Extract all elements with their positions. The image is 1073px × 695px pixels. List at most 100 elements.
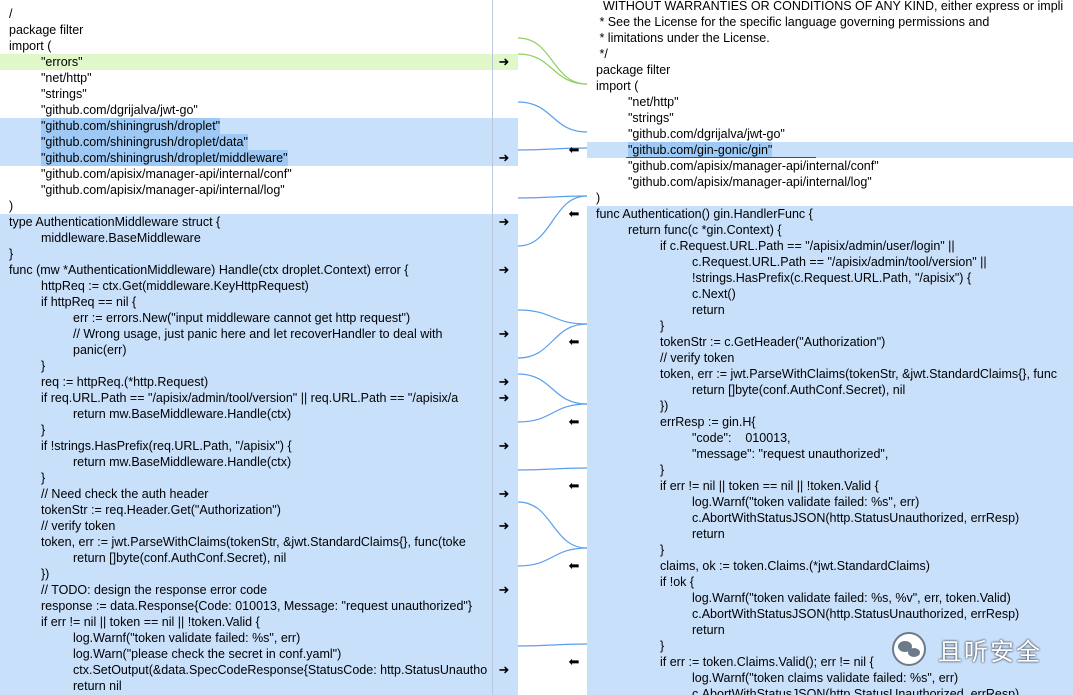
copy-right-arrow-icon[interactable]: ➜ — [498, 326, 510, 341]
left-code-line[interactable]: import ( — [0, 38, 518, 54]
right-code-line[interactable]: return func(c *gin.Context) { — [587, 222, 1073, 238]
left-code-line[interactable]: "github.com/apisix/manager-api/internal/… — [0, 166, 518, 182]
left-code-line[interactable]: log.Warn("please check the secret in con… — [0, 646, 518, 662]
left-code-line[interactable]: ) — [0, 198, 518, 214]
left-code-line[interactable]: err := errors.New("input middleware cann… — [0, 310, 518, 326]
copy-right-arrow-icon[interactable]: ➜ — [498, 374, 510, 389]
right-code-line[interactable]: tokenStr := c.GetHeader("Authorization") — [587, 334, 1073, 350]
right-code-line[interactable]: c.AbortWithStatusJSON(http.StatusUnautho… — [587, 606, 1073, 622]
left-code-line[interactable]: "github.com/dgrijalva/jwt-go" — [0, 102, 518, 118]
right-code-line[interactable]: }) — [587, 398, 1073, 414]
left-code-line[interactable]: middleware.BaseMiddleware — [0, 230, 518, 246]
copy-right-arrow-icon[interactable]: ➜ — [498, 150, 510, 165]
left-code-line[interactable]: type AuthenticationMiddleware struct { — [0, 214, 518, 230]
right-code-line[interactable]: return — [587, 526, 1073, 542]
left-code-line[interactable]: tokenStr := req.Header.Get("Authorizatio… — [0, 502, 518, 518]
left-code-line[interactable]: "errors" — [0, 54, 518, 70]
right-code-line[interactable]: } — [587, 542, 1073, 558]
copy-right-arrow-icon[interactable]: ➜ — [498, 390, 510, 405]
left-code-line[interactable]: "github.com/shiningrush/droplet/data" — [0, 134, 518, 150]
left-code-line[interactable]: // Need check the auth header — [0, 486, 518, 502]
left-code-line[interactable]: if httpReq == nil { — [0, 294, 518, 310]
left-code-line[interactable]: } — [0, 422, 518, 438]
left-code-line[interactable]: return mw.BaseMiddleware.Handle(ctx) — [0, 454, 518, 470]
left-code-line[interactable]: panic(err) — [0, 342, 518, 358]
left-code-line[interactable]: "strings" — [0, 86, 518, 102]
left-code-line[interactable]: }) — [0, 566, 518, 582]
left-code-line[interactable]: response := data.Response{Code: 010013, … — [0, 598, 518, 614]
left-code-line[interactable]: if !strings.HasPrefix(req.URL.Path, "/ap… — [0, 438, 518, 454]
copy-left-arrow-icon[interactable]: ⬅ — [568, 414, 580, 429]
right-code-line[interactable]: "message": "request unauthorized", — [587, 446, 1073, 462]
copy-right-arrow-icon[interactable]: ➜ — [498, 262, 510, 277]
right-code-line[interactable]: return — [587, 622, 1073, 638]
right-code-line[interactable]: package filter — [587, 62, 1073, 78]
right-code-line[interactable]: if !ok { — [587, 574, 1073, 590]
right-code-line[interactable]: } — [587, 638, 1073, 654]
left-code-line[interactable]: ctx.SetOutput(&data.SpecCodeResponse{Sta… — [0, 662, 518, 678]
copy-right-arrow-icon[interactable]: ➜ — [498, 214, 510, 229]
left-code-line[interactable]: if req.URL.Path == "/apisix/admin/tool/v… — [0, 390, 518, 406]
right-code-line[interactable]: c.Request.URL.Path == "/apisix/admin/too… — [587, 254, 1073, 270]
copy-right-arrow-icon[interactable]: ➜ — [498, 486, 510, 501]
left-code-line[interactable]: // verify token — [0, 518, 518, 534]
left-code-line[interactable]: } — [0, 358, 518, 374]
left-code-line[interactable]: "github.com/apisix/manager-api/internal/… — [0, 182, 518, 198]
copy-right-arrow-icon[interactable]: ➜ — [498, 438, 510, 453]
left-code-line[interactable]: // TODO: design the response error code — [0, 582, 518, 598]
left-code-line[interactable]: return mw.BaseMiddleware.Handle(ctx) — [0, 406, 518, 422]
right-code-line[interactable]: !strings.HasPrefix(c.Request.URL.Path, "… — [587, 270, 1073, 286]
right-file-pane[interactable]: WITHOUT WARRANTIES OR CONDITIONS OF ANY … — [587, 0, 1073, 695]
right-code-line[interactable]: "net/http" — [587, 94, 1073, 110]
right-code-line[interactable]: token, err := jwt.ParseWithClaims(tokenS… — [587, 366, 1073, 382]
right-code-line[interactable]: return []byte(conf.AuthConf.Secret), nil — [587, 382, 1073, 398]
copy-right-arrow-icon[interactable]: ➜ — [498, 518, 510, 533]
copy-right-arrow-icon[interactable]: ➜ — [498, 662, 510, 677]
right-code-line[interactable]: log.Warnf("token validate failed: %s, %v… — [587, 590, 1073, 606]
right-code-line[interactable]: if err := token.Claims.Valid(); err != n… — [587, 654, 1073, 670]
right-code-line[interactable]: if err != nil || token == nil || !token.… — [587, 478, 1073, 494]
right-code-line[interactable]: errResp := gin.H{ — [587, 414, 1073, 430]
copy-left-arrow-icon[interactable]: ⬅ — [568, 206, 580, 221]
left-code-line[interactable]: return []byte(conf.AuthConf.Secret), nil — [0, 550, 518, 566]
right-code-line[interactable]: WITHOUT WARRANTIES OR CONDITIONS OF ANY … — [587, 0, 1073, 14]
left-code-line[interactable]: "github.com/shiningrush/droplet/middlewa… — [0, 150, 518, 166]
left-code-line[interactable]: } — [0, 470, 518, 486]
right-code-line[interactable]: // verify token — [587, 350, 1073, 366]
copy-right-arrow-icon[interactable]: ➜ — [498, 54, 510, 69]
copy-right-arrow-icon[interactable]: ➜ — [498, 582, 510, 597]
right-code-line[interactable]: c.AbortWithStatusJSON(http.StatusUnautho… — [587, 510, 1073, 526]
right-code-line[interactable]: "strings" — [587, 110, 1073, 126]
left-code-line[interactable]: token, err := jwt.ParseWithClaims(tokenS… — [0, 534, 518, 550]
copy-left-arrow-icon[interactable]: ⬅ — [568, 334, 580, 349]
left-code-line[interactable]: log.Warnf("token validate failed: %s", e… — [0, 630, 518, 646]
right-code-line[interactable]: if c.Request.URL.Path == "/apisix/admin/… — [587, 238, 1073, 254]
right-code-line[interactable]: func Authentication() gin.HandlerFunc { — [587, 206, 1073, 222]
right-code-line[interactable]: c.AbortWithStatusJSON(http.StatusUnautho… — [587, 686, 1073, 695]
right-code-line[interactable]: "github.com/gin-gonic/gin" — [587, 142, 1073, 158]
left-code-line[interactable]: req := httpReq.(*http.Request) — [0, 374, 518, 390]
right-code-line[interactable]: } — [587, 462, 1073, 478]
right-code-line[interactable]: } — [587, 318, 1073, 334]
right-code-line[interactable]: */ — [587, 46, 1073, 62]
right-code-line[interactable]: * limitations under the License. — [587, 30, 1073, 46]
copy-left-arrow-icon[interactable]: ⬅ — [568, 478, 580, 493]
right-code-line[interactable]: "github.com/apisix/manager-api/internal/… — [587, 174, 1073, 190]
left-code-line[interactable]: return nil — [0, 678, 518, 694]
left-code-line[interactable]: httpReq := ctx.Get(middleware.KeyHttpReq… — [0, 278, 518, 294]
right-code-line[interactable]: return — [587, 302, 1073, 318]
right-code-line[interactable]: * See the License for the specific langu… — [587, 14, 1073, 30]
left-code-line[interactable]: package filter — [0, 22, 518, 38]
right-code-line[interactable]: ) — [587, 190, 1073, 206]
left-code-line[interactable]: "net/http" — [0, 70, 518, 86]
right-code-line[interactable]: import ( — [587, 78, 1073, 94]
right-code-line[interactable]: claims, ok := token.Claims.(*jwt.Standar… — [587, 558, 1073, 574]
left-code-line[interactable]: } — [0, 246, 518, 262]
copy-left-arrow-icon[interactable]: ⬅ — [568, 142, 580, 157]
left-code-line[interactable]: // Wrong usage, just panic here and let … — [0, 326, 518, 342]
left-code-line[interactable]: "github.com/shiningrush/droplet" — [0, 118, 518, 134]
left-code-line[interactable]: / — [0, 6, 518, 22]
right-code-line[interactable]: log.Warnf("token validate failed: %s", e… — [587, 494, 1073, 510]
left-code-line[interactable]: if err != nil || token == nil || !token.… — [0, 614, 518, 630]
